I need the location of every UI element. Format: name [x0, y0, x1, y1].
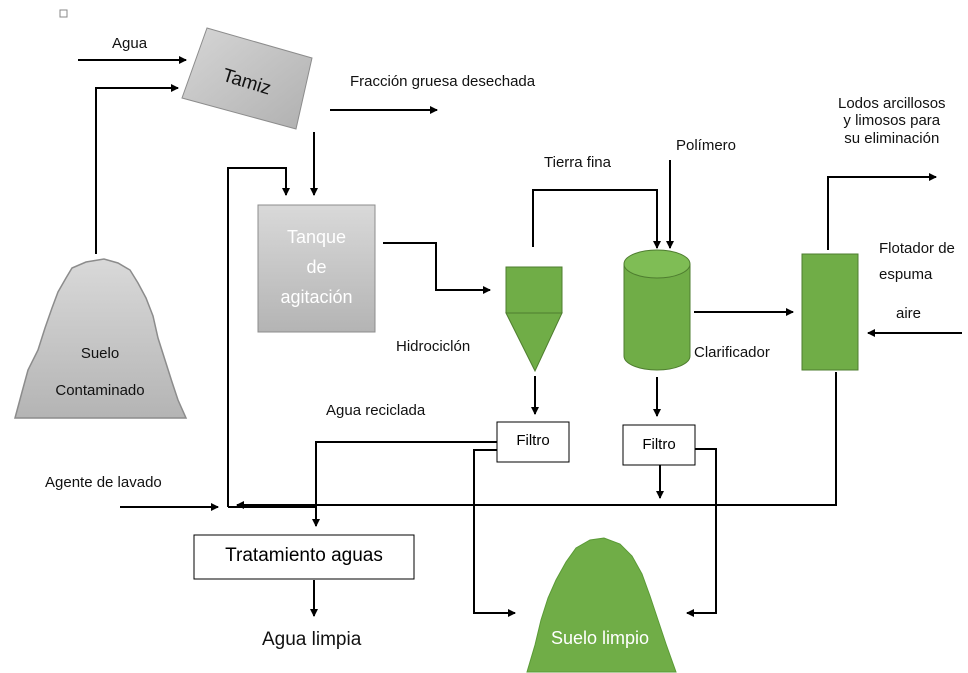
- filtro-1-box: [496, 421, 570, 463]
- suelo-limpio-pile: [526, 537, 677, 673]
- tratamiento-aguas-box: [193, 534, 415, 580]
- clarificador-label: Clarificador: [694, 344, 770, 361]
- tanque-to-hidrociclon-arrow: [383, 242, 491, 294]
- recycle-loop-line: [227, 167, 290, 507]
- connections: [78, 56, 962, 617]
- tratamiento-aguas-label: Tratamiento aguas: [225, 545, 383, 566]
- corner-mark: [59, 9, 68, 18]
- flotador-espuma-label: Flotador de espuma: [879, 240, 955, 283]
- agua-limpia-label: Agua limpia: [262, 629, 362, 650]
- hidrociclon-unit: [505, 266, 563, 373]
- agua-label: Agua: [112, 35, 148, 52]
- tanque-agitacion-label: Tanque de agitación: [280, 227, 353, 307]
- filtro2-to-suelo-arrow: [686, 448, 717, 617]
- lodos-arrow: [827, 173, 937, 250]
- filtro-1-label: Filtro: [516, 432, 550, 449]
- agua-reciclada-line: [312, 441, 497, 527]
- filtro1-to-suelo-arrow: [473, 449, 516, 617]
- polimero-label: Polímero: [676, 137, 737, 154]
- suelo-limpio-label: Suelo limpio: [550, 628, 650, 648]
- aire-label: aire: [896, 305, 922, 322]
- agente-lavado-label: Agente de lavado: [45, 474, 162, 491]
- suelo-contaminado-label-2: Contaminado: [55, 382, 145, 399]
- flotador-water-return-line: [236, 372, 837, 509]
- lodos-label: Lodos arcillosos y limosos para su elimi…: [838, 95, 946, 147]
- filtro-2-box: [622, 424, 696, 466]
- flotador-espuma-box: [801, 253, 859, 371]
- agua-reciclada-label: Agua reciclada: [326, 402, 426, 419]
- suelo-contaminado-pile: [14, 258, 188, 419]
- fraccion-gruesa-label: Fracción gruesa desechada: [350, 73, 536, 90]
- tierra-fina-label: Tierra fina: [544, 154, 611, 171]
- suelo-contaminado-label-1: Suelo: [80, 345, 120, 362]
- tierra-fina-arrow: [532, 189, 661, 249]
- clarificador-unit: [623, 249, 691, 371]
- tanque-agitacion-box: [257, 204, 376, 333]
- hidrociclon-label: Hidrociclón: [396, 338, 471, 355]
- tamiz-box: [181, 27, 313, 130]
- filtro-2-label: Filtro: [642, 436, 676, 453]
- suelo-to-tamiz-arrow: [95, 84, 179, 254]
